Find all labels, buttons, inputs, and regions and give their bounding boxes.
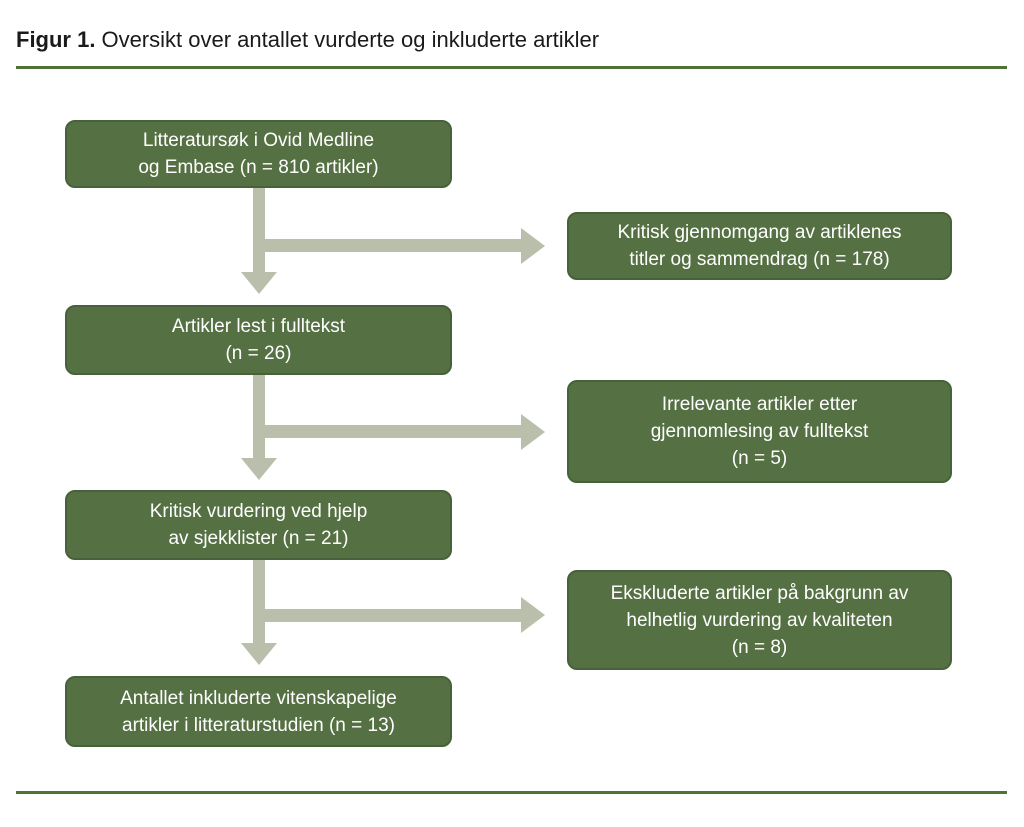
node-text-line: (n = 5) xyxy=(731,448,788,469)
node-text-line: Antallet inkluderte vitenskapelige xyxy=(120,687,397,709)
arrow-down-1-head-icon xyxy=(241,272,277,294)
node-text-line: og Embase (n = 810 artikler) xyxy=(138,157,379,178)
figure-label: Figur 1. xyxy=(16,27,96,52)
node-text-line: helhetlig vurdering av kvaliteten xyxy=(626,609,893,631)
arrow-down-1 xyxy=(253,188,265,272)
node-fulltext-read: Artikler lest i fulltekst (n = 26) xyxy=(65,305,452,375)
arrow-right-3 xyxy=(259,609,521,622)
figure-title: Figur 1.Oversikt over antallet vurderte … xyxy=(16,27,599,53)
node-text-line: (n = 8) xyxy=(731,636,788,658)
node-text-line: Ekskluderte artikler på bakgrunn av xyxy=(610,582,909,604)
node-critical-appraisal: Kritisk vurdering ved hjelp av sjekklist… xyxy=(65,490,452,560)
node-text-line: artikler i litteraturstudien (n = 13) xyxy=(122,714,395,736)
node-text-line: av sjekklister (n = 21) xyxy=(168,528,349,549)
top-divider xyxy=(16,66,1007,69)
arrow-down-2-head-icon xyxy=(241,458,277,480)
node-text-line: Litteratursøk i Ovid Medline xyxy=(142,130,375,151)
arrow-right-1-head-icon xyxy=(521,228,545,264)
node-text-line: titler og sammendrag (n = 178) xyxy=(629,249,890,270)
node-excluded-quality: Ekskluderte artikler på bakgrunn av helh… xyxy=(567,570,952,670)
arrow-right-2-head-icon xyxy=(521,414,545,450)
figure-caption: Oversikt over antallet vurderte og inklu… xyxy=(101,27,600,52)
node-text-line: gjennomlesing av fulltekst xyxy=(650,421,869,442)
arrow-down-3 xyxy=(253,560,265,643)
node-text-line: (n = 26) xyxy=(225,343,292,364)
arrow-right-2 xyxy=(259,425,521,438)
arrow-right-1 xyxy=(259,239,521,252)
node-text-line: Kritisk vurdering ved hjelp xyxy=(149,501,368,522)
node-text-line: Artikler lest i fulltekst xyxy=(171,316,346,337)
arrow-down-2 xyxy=(253,375,265,458)
node-text-line: Irrelevante artikler etter xyxy=(661,394,858,415)
node-included-articles: Antallet inkluderte vitenskapelige artik… xyxy=(65,676,452,747)
node-literature-search: Litteratursøk i Ovid Medline og Embase (… xyxy=(65,120,452,188)
arrow-right-3-head-icon xyxy=(521,597,545,633)
node-irrelevant-after-fulltext: Irrelevante artikler etter gjennomlesing… xyxy=(567,380,952,483)
bottom-divider xyxy=(16,791,1007,794)
node-text-line: Kritisk gjennomgang av artiklenes xyxy=(617,222,902,243)
arrow-down-3-head-icon xyxy=(241,643,277,665)
node-title-abstract-review: Kritisk gjennomgang av artiklenes titler… xyxy=(567,212,952,280)
